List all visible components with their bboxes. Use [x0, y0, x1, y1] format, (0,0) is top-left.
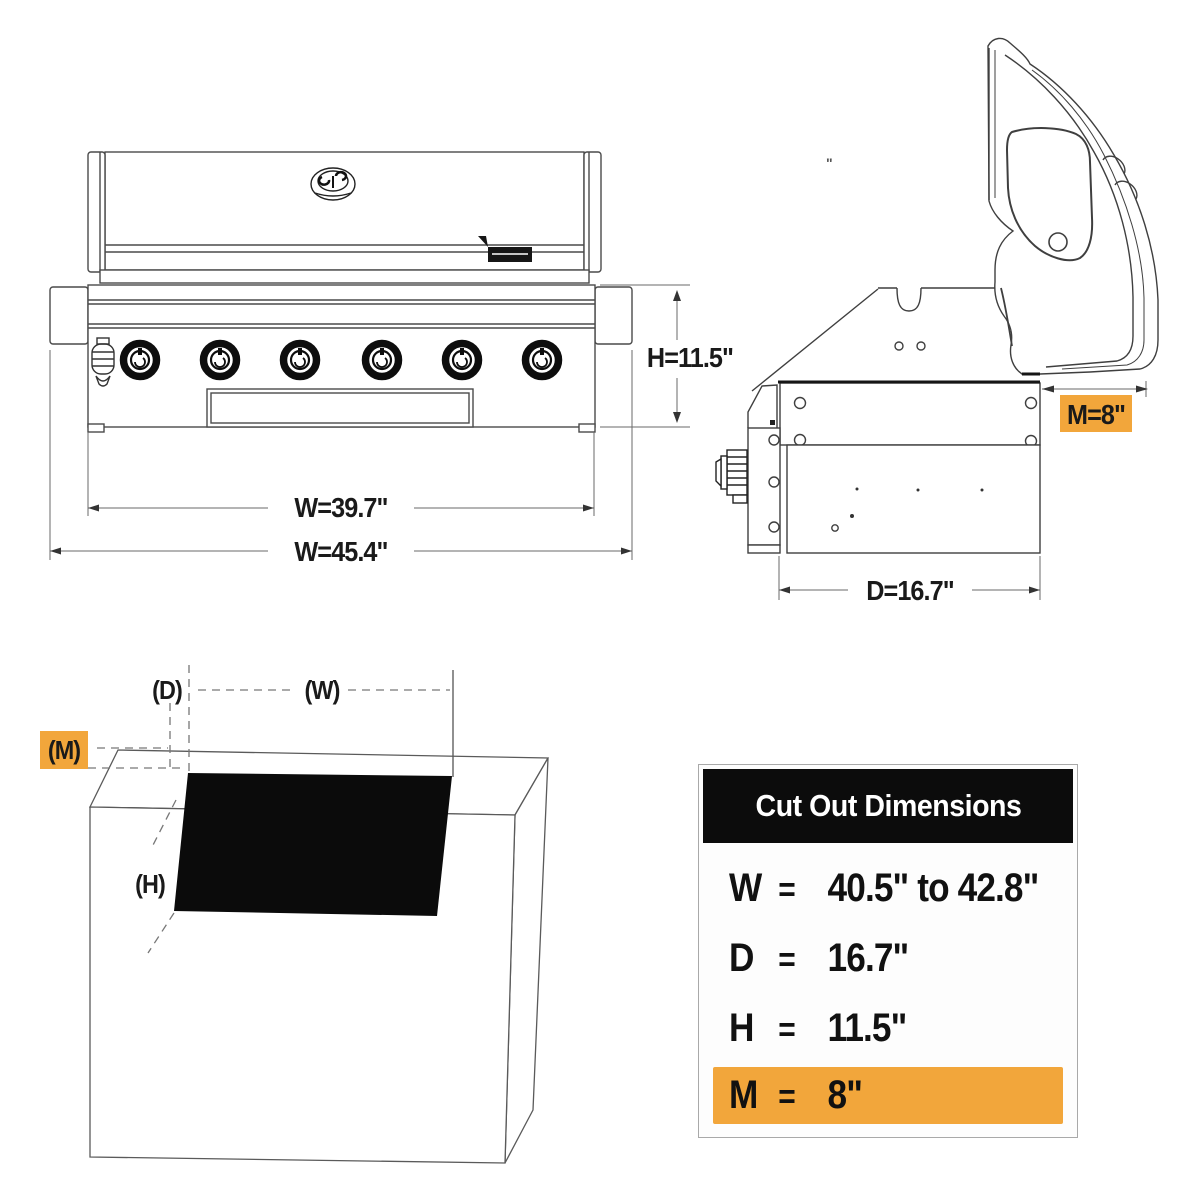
right-foot	[578, 423, 596, 433]
igniter-button	[91, 337, 115, 387]
iso-dimension-lines	[88, 665, 454, 954]
table-header: Cut Out Dimensions	[703, 769, 1073, 843]
side-dimensions	[778, 381, 1148, 600]
table-title: Cut Out Dimensions	[755, 788, 1021, 823]
dim-key: H	[729, 1005, 754, 1050]
cutout-opening	[174, 773, 452, 916]
dim-value: 16.7"	[827, 935, 910, 980]
front-width-outer-label: W=45.4"	[294, 536, 387, 568]
equals-sign: =	[778, 1078, 795, 1116]
counter-cutout-iso-view: (D) (W) (H) (M)	[40, 665, 550, 1164]
hinge-bump	[1102, 155, 1126, 175]
table-row-highlighted: M = 8"	[713, 1067, 1063, 1124]
iso-width-label: (W)	[305, 677, 340, 705]
dim-value: 8"	[827, 1073, 863, 1117]
grill-body	[49, 284, 633, 433]
brand-logo-medallion	[310, 167, 356, 201]
table-row: H = 11.5"	[699, 993, 1077, 1063]
control-knob	[199, 339, 241, 381]
cutout-dimensions-table: Cut Out Dimensions W = 40.5" to 42.8" D …	[698, 764, 1078, 1138]
table-row: W = 40.5" to 42.8"	[699, 853, 1077, 923]
control-knob	[361, 339, 403, 381]
side-margin-callout: M=8"	[1060, 395, 1132, 432]
iso-margin-callout: (M)	[40, 731, 88, 769]
side-hood	[987, 37, 1159, 376]
equals-sign: =	[778, 940, 795, 979]
hinge-bump	[1114, 180, 1138, 200]
control-knobs	[119, 339, 563, 381]
dim-key: M	[729, 1073, 758, 1117]
side-knob	[715, 449, 748, 504]
side-margin-label: M=8"	[1067, 399, 1125, 431]
stray-inch-mark: "	[826, 155, 833, 171]
side-deck	[751, 287, 1022, 392]
grill-lid	[87, 151, 602, 284]
table-row: D = 16.7"	[699, 923, 1077, 993]
control-knob	[441, 339, 483, 381]
iso-margin-label: (M)	[48, 737, 80, 765]
iso-depth-label: (D)	[152, 677, 182, 705]
side-left-panel	[747, 384, 781, 554]
left-foot	[87, 423, 105, 433]
control-knob	[521, 339, 563, 381]
grill-side-view: "	[715, 37, 1159, 607]
control-knob	[119, 339, 161, 381]
front-height-label: H=11.5"	[647, 342, 733, 374]
grill-front-view: W=39.7" W=45.4" H=11.5"	[49, 151, 734, 568]
dim-value: 11.5"	[827, 1005, 908, 1050]
dim-key: D	[729, 935, 754, 980]
iso-height-label: (H)	[135, 871, 165, 899]
grease-drawer	[206, 388, 474, 428]
side-depth-label: D=16.7"	[866, 575, 954, 607]
table-rows: W = 40.5" to 42.8" D = 16.7" H = 11.5"	[699, 843, 1077, 1137]
brand-plate	[478, 236, 532, 262]
control-knob	[279, 339, 321, 381]
dim-key: W	[729, 865, 762, 910]
dim-value: 40.5" to 42.8"	[827, 865, 1040, 910]
side-body	[715, 380, 1041, 554]
front-width-inner-label: W=39.7"	[294, 492, 387, 524]
equals-sign: =	[778, 1010, 795, 1049]
equals-sign: =	[778, 870, 795, 909]
front-dimensions	[49, 284, 690, 560]
